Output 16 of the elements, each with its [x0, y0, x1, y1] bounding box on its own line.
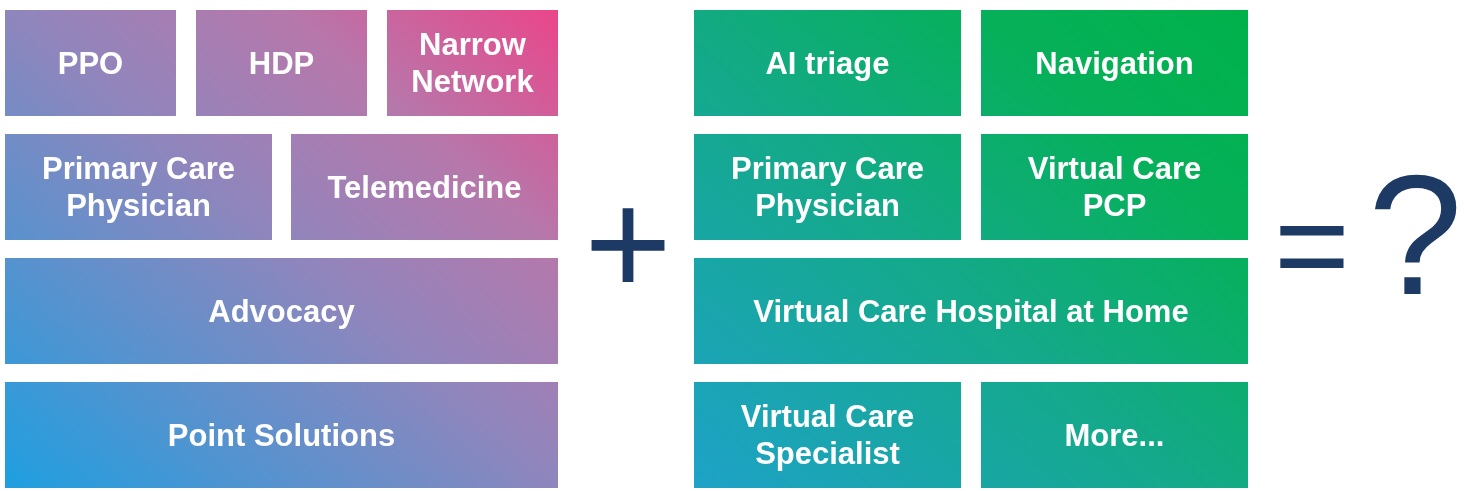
category-tile: Virtual Care PCP — [981, 134, 1248, 240]
category-tile: Navigation — [981, 10, 1248, 116]
category-tile: Primary Care Physician — [694, 134, 961, 240]
category-tile: Narrow Network — [387, 10, 558, 116]
plus-sign: + — [583, 168, 673, 318]
category-tile: Primary Care Physician — [5, 134, 272, 240]
category-tile: HDP — [196, 10, 367, 116]
category-tile: AI triage — [694, 10, 961, 116]
category-tile: More... — [981, 382, 1248, 488]
category-tile: Advocacy — [5, 258, 558, 364]
category-tile: Virtual Care Specialist — [694, 382, 961, 488]
category-tile: PPO — [5, 10, 176, 116]
equals-sign: = — [1273, 180, 1351, 310]
category-tile: Telemedicine — [291, 134, 558, 240]
category-tile: Virtual Care Hospital at Home — [694, 258, 1248, 364]
category-tile: Point Solutions — [5, 382, 558, 488]
